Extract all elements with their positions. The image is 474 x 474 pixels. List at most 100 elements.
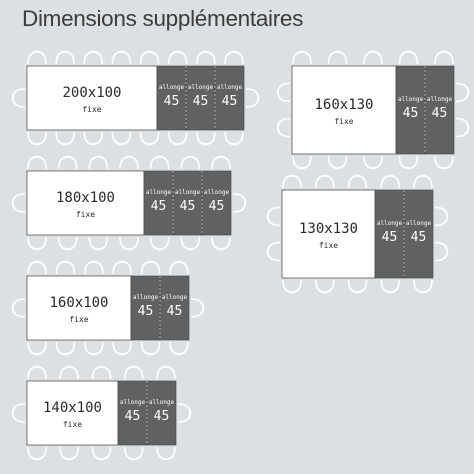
chair-top (59, 365, 80, 380)
chair-left (266, 206, 281, 227)
extension-label: allonge (159, 84, 185, 91)
chair-bottom (398, 155, 419, 170)
chair-back (294, 50, 310, 56)
chair-back (400, 164, 417, 170)
chair-bottom (119, 236, 139, 251)
extension-label: allonge (133, 294, 159, 301)
chair-back (57, 350, 73, 356)
chair-back (415, 174, 431, 180)
chair-top (180, 155, 201, 170)
chair-back (60, 155, 76, 161)
extension-leaf (185, 65, 216, 131)
chair-right (190, 298, 205, 318)
chair-bottom (91, 446, 112, 461)
chair-top (211, 155, 231, 170)
chair-back (86, 260, 102, 266)
chair-back (61, 365, 77, 371)
chair-bottom (180, 236, 201, 251)
extension-leaf (146, 380, 177, 446)
extension-leaf (374, 189, 405, 279)
extension-label: allonge (175, 189, 201, 196)
chair-back (415, 288, 431, 294)
chair-back (464, 120, 470, 136)
chair-bottom (211, 236, 231, 251)
chair-top (314, 174, 335, 189)
table-size-label: 200x100 (62, 85, 121, 101)
chair-back (400, 50, 417, 56)
chair-back (294, 164, 310, 170)
chair-top (413, 174, 433, 189)
extension-leaf (143, 170, 174, 236)
chair-back (152, 245, 168, 251)
chair-bottom (27, 131, 47, 146)
extension-label: allonge (149, 399, 175, 406)
chair-back (329, 50, 346, 56)
chair-top (292, 50, 312, 65)
chair-back (113, 140, 129, 146)
extension-length: 45 (193, 94, 209, 109)
chair-back (170, 50, 186, 56)
extension-length: 45 (167, 304, 183, 319)
chair-back (317, 288, 333, 294)
chair-back (11, 300, 17, 316)
extension-leaf (201, 170, 232, 236)
extension-length: 45 (209, 199, 225, 214)
chair-top (27, 155, 47, 170)
extension-label: allonge (398, 96, 424, 103)
extension-leaf (117, 380, 148, 446)
chair-bottom (57, 236, 78, 251)
extension-length: 45 (151, 199, 167, 214)
chair-top (57, 155, 78, 170)
extension-leaf (395, 65, 426, 155)
table-fixe-label: fixe (82, 105, 101, 114)
extension-length: 45 (138, 304, 154, 319)
chair-top (224, 50, 244, 65)
chair-back (29, 365, 45, 371)
chair-bottom (347, 279, 368, 294)
chair-back (61, 455, 77, 461)
chair-back (171, 260, 187, 266)
page-title: Dimensions supplémentaires (22, 6, 304, 31)
extension-length: 45 (222, 94, 238, 109)
chair-top (167, 50, 188, 65)
extension-leaf (403, 189, 434, 279)
chair-back (241, 195, 247, 211)
chair-bottom (27, 236, 47, 251)
extension-leaf (424, 65, 455, 155)
chair-bottom (169, 341, 189, 356)
table-fixed-part (26, 170, 145, 236)
chair-bottom (224, 131, 244, 146)
chair-top (27, 260, 47, 275)
chair-top (282, 174, 302, 189)
table-size-label: 140x100 (43, 400, 102, 416)
chair-top (55, 260, 76, 275)
chair-back (126, 365, 142, 371)
chair-back (90, 155, 106, 161)
extension-length: 45 (164, 94, 180, 109)
chair-back (365, 50, 381, 56)
chair-top (347, 174, 368, 189)
chair-back (158, 365, 174, 371)
chair-back (11, 195, 17, 211)
chair-top (88, 155, 109, 170)
chair-back (329, 164, 346, 170)
table-fixed-part (291, 65, 397, 155)
extension-label: allonge (162, 294, 188, 301)
chair-back (436, 164, 452, 170)
chair-back (382, 288, 398, 294)
extension-label: allonge (204, 189, 230, 196)
chair-back (198, 140, 214, 146)
chair-bottom (111, 131, 132, 146)
chair-top (156, 365, 176, 380)
chair-back (142, 50, 158, 56)
chair-bottom (434, 155, 454, 170)
chair-back (443, 244, 449, 260)
chair-back (158, 455, 174, 461)
chair-back (349, 174, 366, 180)
table-fixe-label: fixe (334, 117, 353, 126)
chair-right (232, 193, 247, 213)
chair-back (57, 260, 73, 266)
chair-left (276, 117, 291, 138)
